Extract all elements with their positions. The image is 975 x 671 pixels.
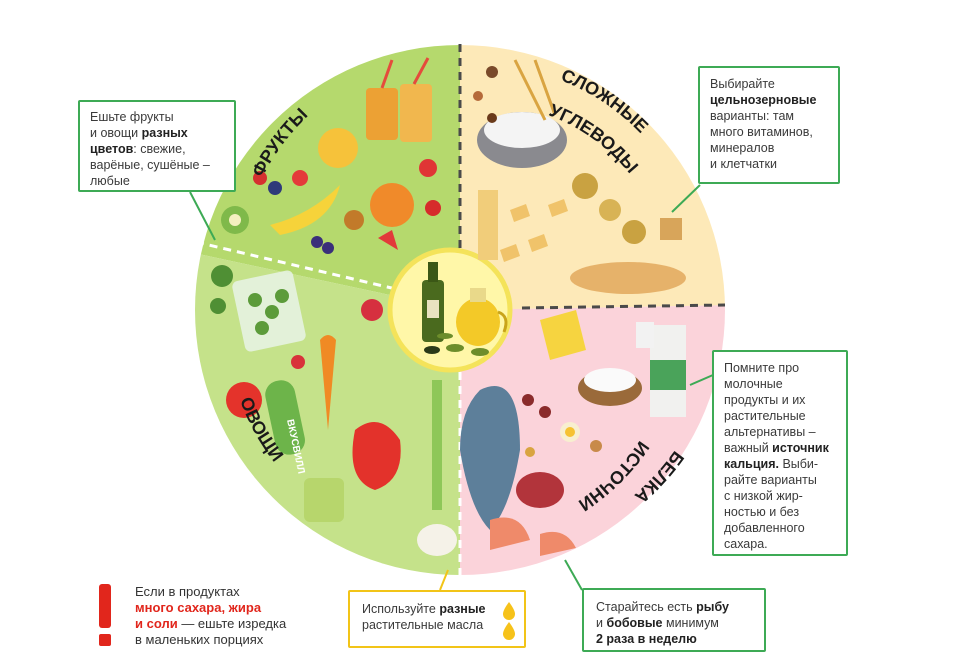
oil-bottle-icon	[422, 262, 444, 342]
dairy-callout-line10: ностью и без	[724, 505, 800, 519]
fruits-callout-line4: варёные, сушёные –	[90, 158, 210, 172]
oil-callout-bold1: разные	[439, 602, 486, 616]
fruits-illustrations	[221, 57, 441, 254]
fish-callout-bold1: рыбу	[696, 600, 729, 614]
fruits-callout-line2: и овощи	[90, 126, 142, 140]
warning-red2: и соли	[135, 615, 178, 631]
oil-callout-line1: Используйте	[362, 602, 440, 616]
fruits-callout: Ешьте фрукты и овощи разных цветов: свеж…	[78, 100, 236, 192]
dairy-callout-line2: молочные	[724, 377, 783, 391]
dairy-callout-line4: растительные	[724, 409, 806, 423]
dairy-callout-line8: райте варианты	[724, 473, 817, 487]
oil-callout: Используйте разные растительные масла	[348, 590, 526, 648]
warning-line2: — ешьте изредка	[177, 615, 287, 631]
dairy-callout-line3: продукты и их	[724, 393, 806, 407]
dairy-callout-line12: сахара.	[724, 537, 768, 551]
carbs-callout-line5: и клетчатки	[710, 157, 777, 171]
fruits-callout-bold2: цветов	[90, 142, 134, 156]
dairy-callout-line7: Выби-	[778, 457, 819, 471]
oil-callout-line2: растительные масла	[362, 618, 484, 632]
callout-connectors	[189, 184, 714, 591]
carbs-callout-line3: много витаминов,	[710, 125, 813, 139]
carbs-callout-bold1: цельнозерновые	[710, 93, 817, 107]
dairy-callout-bold1: источник	[772, 441, 829, 455]
fish-callout-line2: и	[596, 616, 607, 630]
dairy-callout-line1: Помните про	[724, 361, 800, 375]
fruits-callout-bold1: разных	[141, 126, 188, 140]
dairy-callout-line11: добавленного	[724, 521, 805, 535]
dairy-callout-line5: альтернативы –	[724, 425, 816, 439]
warning-line3: в маленьких порциях	[135, 631, 264, 647]
fish-callout-bold2: бобовые	[606, 616, 663, 630]
dairy-callout-line6: важный	[724, 441, 773, 455]
vegetables-illustrations	[210, 265, 457, 556]
fruits-callout-line3: : свежие,	[133, 142, 186, 156]
carbs-callout-line1: Выбирайте	[710, 77, 775, 91]
fruits-callout-line5: любые	[90, 174, 130, 188]
fish-callout: Старайтесь есть рыбу и бобовые минимум 2…	[582, 588, 766, 652]
olive-branch-icon	[424, 333, 489, 356]
oil-jug-icon	[456, 288, 508, 346]
exclamation-icon	[99, 584, 111, 646]
carbs-callout: Выбирайте цельнозерновые варианты: там м…	[698, 66, 840, 184]
protein-illustrations	[460, 310, 686, 556]
dairy-callout: Помните про молочные продукты и их расти…	[712, 350, 848, 556]
carbs-callout-line2: варианты: там	[710, 109, 795, 123]
oil-drop-icon	[503, 602, 515, 640]
section-dividers	[195, 44, 726, 576]
carbs-illustrations	[473, 59, 686, 294]
fish-callout-bold3: 2 раза в неделю	[596, 632, 697, 646]
carbs-callout-line4: минералов	[710, 141, 775, 155]
warning-red1: много сахара, жира	[135, 599, 262, 615]
fish-callout-line3: минимум	[662, 616, 719, 630]
fruits-callout-line1: Ешьте фрукты	[90, 110, 174, 124]
dairy-callout-bold2: кальция.	[724, 457, 779, 471]
warning-line1: Если в продуктах	[135, 584, 240, 599]
fish-callout-line1: Старайтесь есть	[596, 600, 697, 614]
dairy-callout-line9: с низкой жир-	[724, 489, 803, 503]
